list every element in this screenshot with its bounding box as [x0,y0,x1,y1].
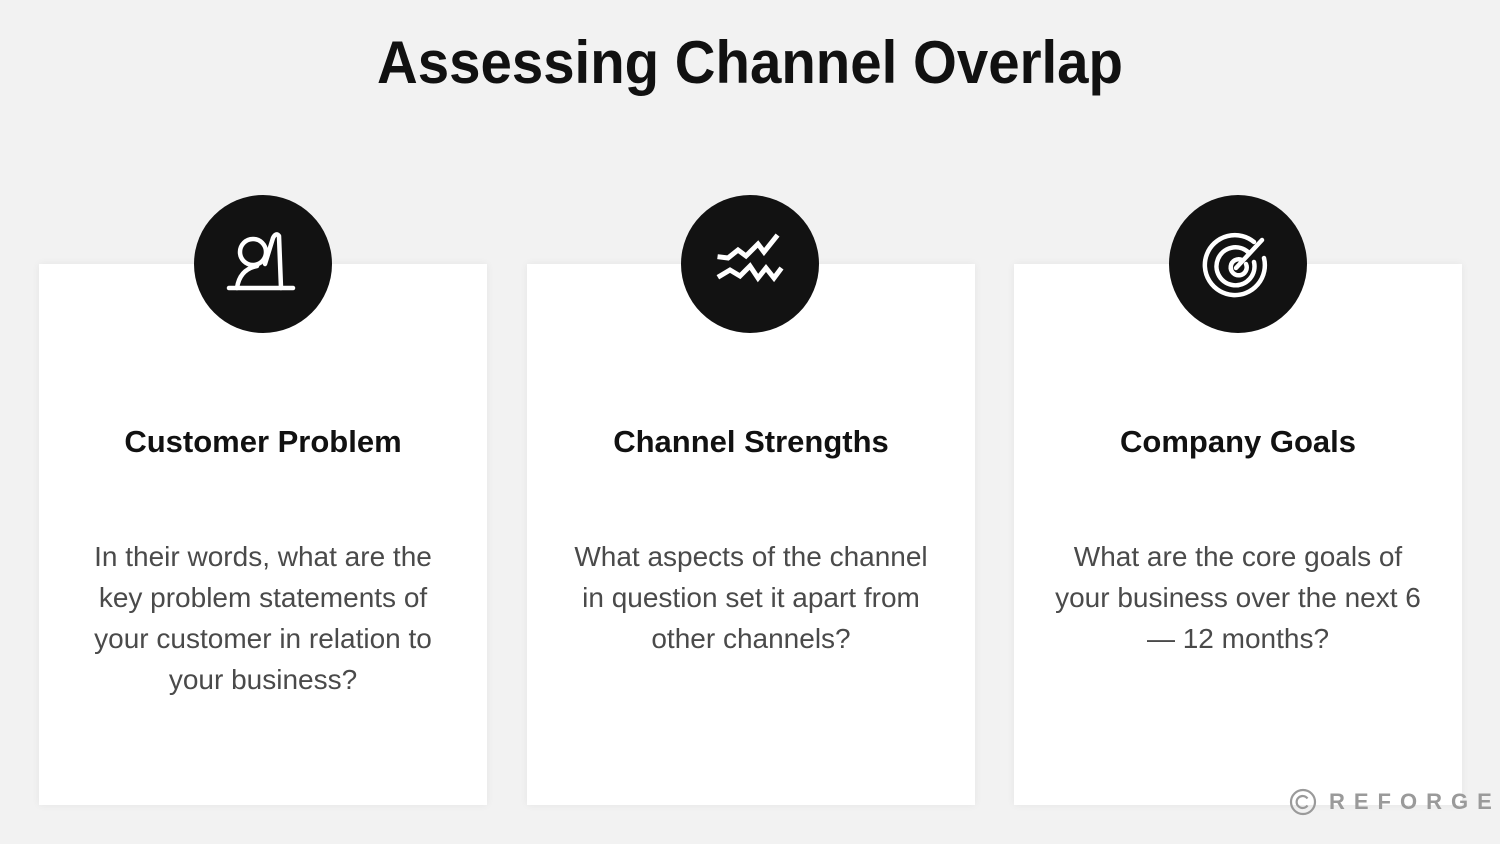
card-body: What are the core goals of your business… [1055,541,1421,654]
target-bullseye-icon [1202,232,1268,298]
card-customer-problem: Customer Problem In their words, what ar… [39,264,487,805]
icon-badge-company-goals [1169,195,1307,333]
card-heading: Company Goals [1120,424,1356,459]
card-body: In their words, what are the key problem… [94,541,432,695]
brand-name: REFORGE [1329,789,1500,814]
person-at-desk-icon [226,232,296,291]
card-company-goals: Company Goals What are the core goals of… [1014,264,1462,805]
reforge-watermark: REFORGE [1289,788,1500,816]
card-channel-strengths: Channel Strengths What aspects of the ch… [527,264,975,805]
icon-badge-customer-problem [194,195,332,333]
zigzag-trend-lines-icon [716,233,784,283]
icon-badge-channel-strengths [681,195,819,333]
card-heading: Channel Strengths [613,424,889,459]
card-body: What aspects of the channel in question … [574,541,928,654]
card-heading: Customer Problem [124,424,402,459]
page-title: Assessing Channel Overlap [376,29,1124,96]
copyright-icon [1289,788,1317,816]
